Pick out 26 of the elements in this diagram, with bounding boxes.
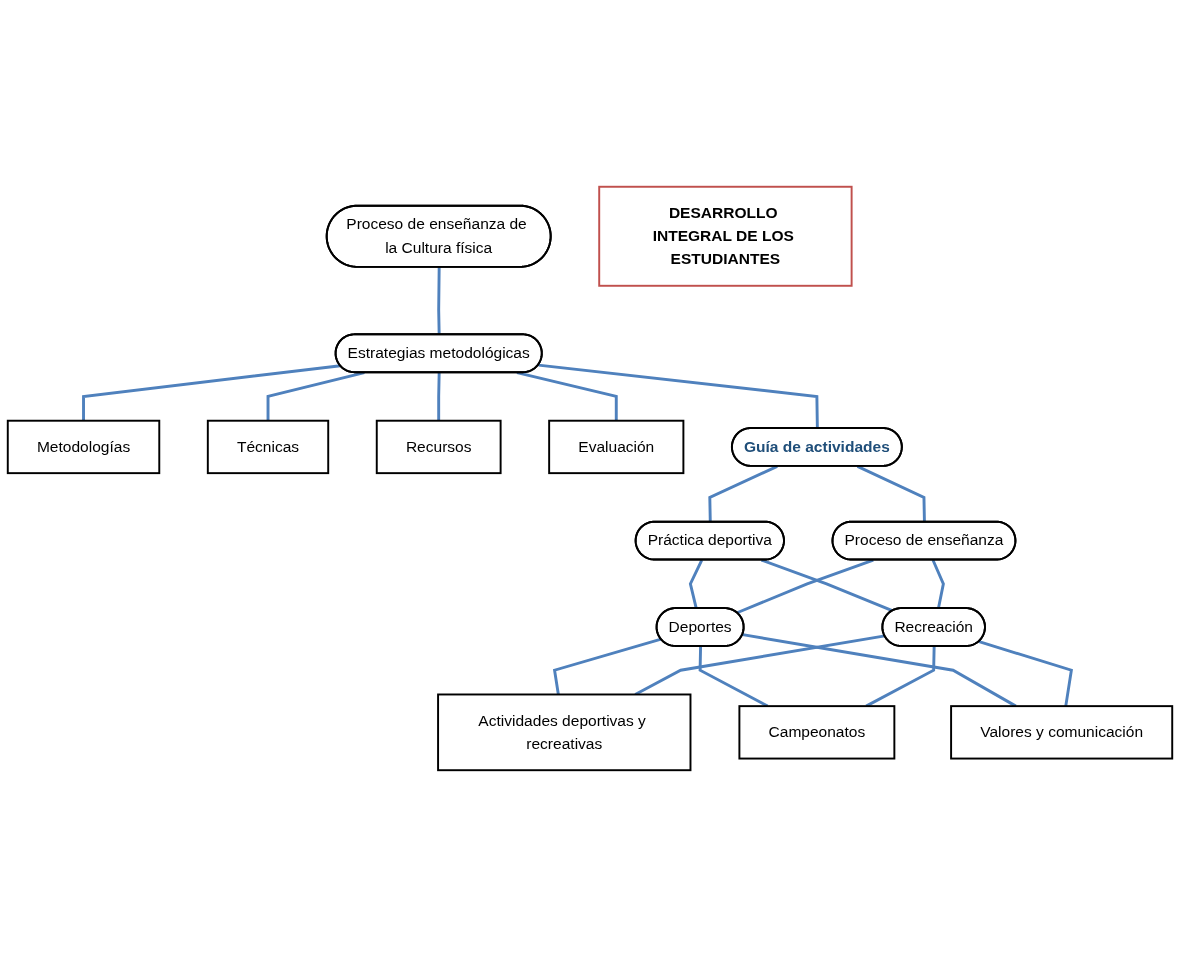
connector	[856, 464, 926, 522]
node-box: Técnicas	[206, 419, 330, 474]
node-box: DESARROLLO INTEGRAL DE LOS ESTUDIANTES	[598, 185, 853, 287]
connector	[688, 558, 704, 609]
connector	[742, 632, 1017, 707]
node-box: Valores y comunicación	[950, 704, 1174, 760]
connector	[760, 558, 894, 612]
connector	[266, 370, 365, 421]
connector	[82, 363, 341, 421]
connector	[698, 645, 769, 707]
connector	[516, 370, 618, 421]
node-box: Metodologías	[6, 419, 161, 474]
connector	[708, 464, 778, 522]
connector	[634, 634, 886, 696]
node-box: Campeonatos	[738, 704, 896, 760]
node-box: Recursos	[375, 419, 502, 474]
connector	[865, 645, 936, 707]
connector	[978, 639, 1073, 706]
connector	[437, 372, 441, 421]
connector	[538, 363, 819, 429]
node-box: Evaluación	[548, 419, 685, 474]
connector	[437, 266, 441, 335]
node-box: Actividades deportivas y recreativas	[437, 693, 692, 771]
connector	[552, 637, 662, 695]
connector	[736, 558, 874, 614]
connector	[931, 558, 945, 609]
